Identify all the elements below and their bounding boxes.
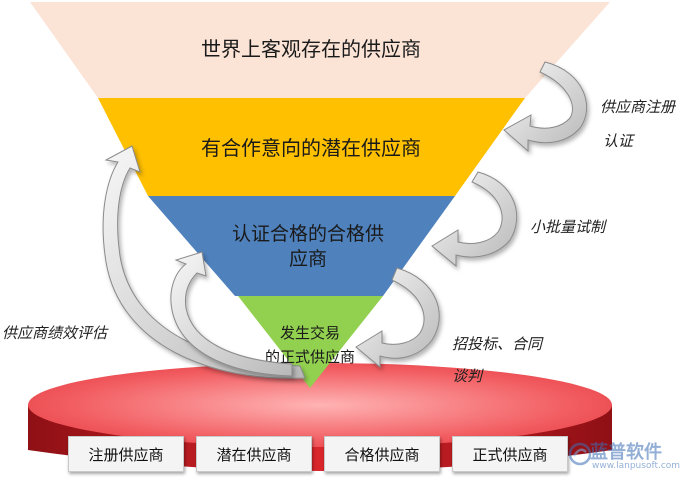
level-2-text: 有合作意向的潜在供应商: [201, 136, 421, 160]
watermark: 蓝普软件 www.lanpusoft.com: [568, 438, 686, 476]
registration-arrow: [503, 61, 588, 153]
bidding-label-line2: 谈判: [452, 367, 484, 385]
funnel-level-3: [148, 196, 455, 296]
registration-label-line2: 认证: [603, 132, 635, 150]
evaluation-inner-arrow: [170, 251, 293, 377]
level-3-text-line1: 认证合格的合格供: [232, 223, 384, 245]
evaluation-outer-arrow: [102, 145, 306, 379]
funnel-level-4: [238, 296, 383, 388]
platform-top: [28, 363, 612, 447]
base-label-registered: 注册供应商: [68, 436, 184, 472]
level-3-text-line2: 应商: [289, 248, 327, 270]
level-4-text-line1: 发生交易: [280, 324, 340, 342]
watermark-name: 蓝普软件: [590, 442, 662, 463]
base-label-formal: 正式供应商: [452, 436, 568, 472]
funnel-level-2: [98, 98, 525, 196]
level-4-text-line2: 的正式供应商: [265, 348, 355, 366]
base-label-qualified: 合格供应商: [324, 436, 440, 472]
bidding-label-line1: 招投标、合同: [452, 335, 544, 353]
watermark-url: www.lanpusoft.com: [592, 461, 681, 471]
bidding-arrow: [355, 267, 440, 369]
registration-label-line1: 供应商注册: [600, 98, 677, 116]
evaluation-label: 供应商绩效评估: [2, 324, 109, 342]
funnel: [30, 2, 610, 388]
trial-arrow: [431, 171, 518, 268]
base-label-potential: 潜在供应商: [196, 436, 312, 472]
level-1-text: 世界上客观存在的供应商: [201, 37, 421, 61]
funnel-level-1: [30, 2, 610, 98]
logo-icon: [568, 442, 592, 466]
trial-label: 小批量试制: [530, 218, 608, 236]
